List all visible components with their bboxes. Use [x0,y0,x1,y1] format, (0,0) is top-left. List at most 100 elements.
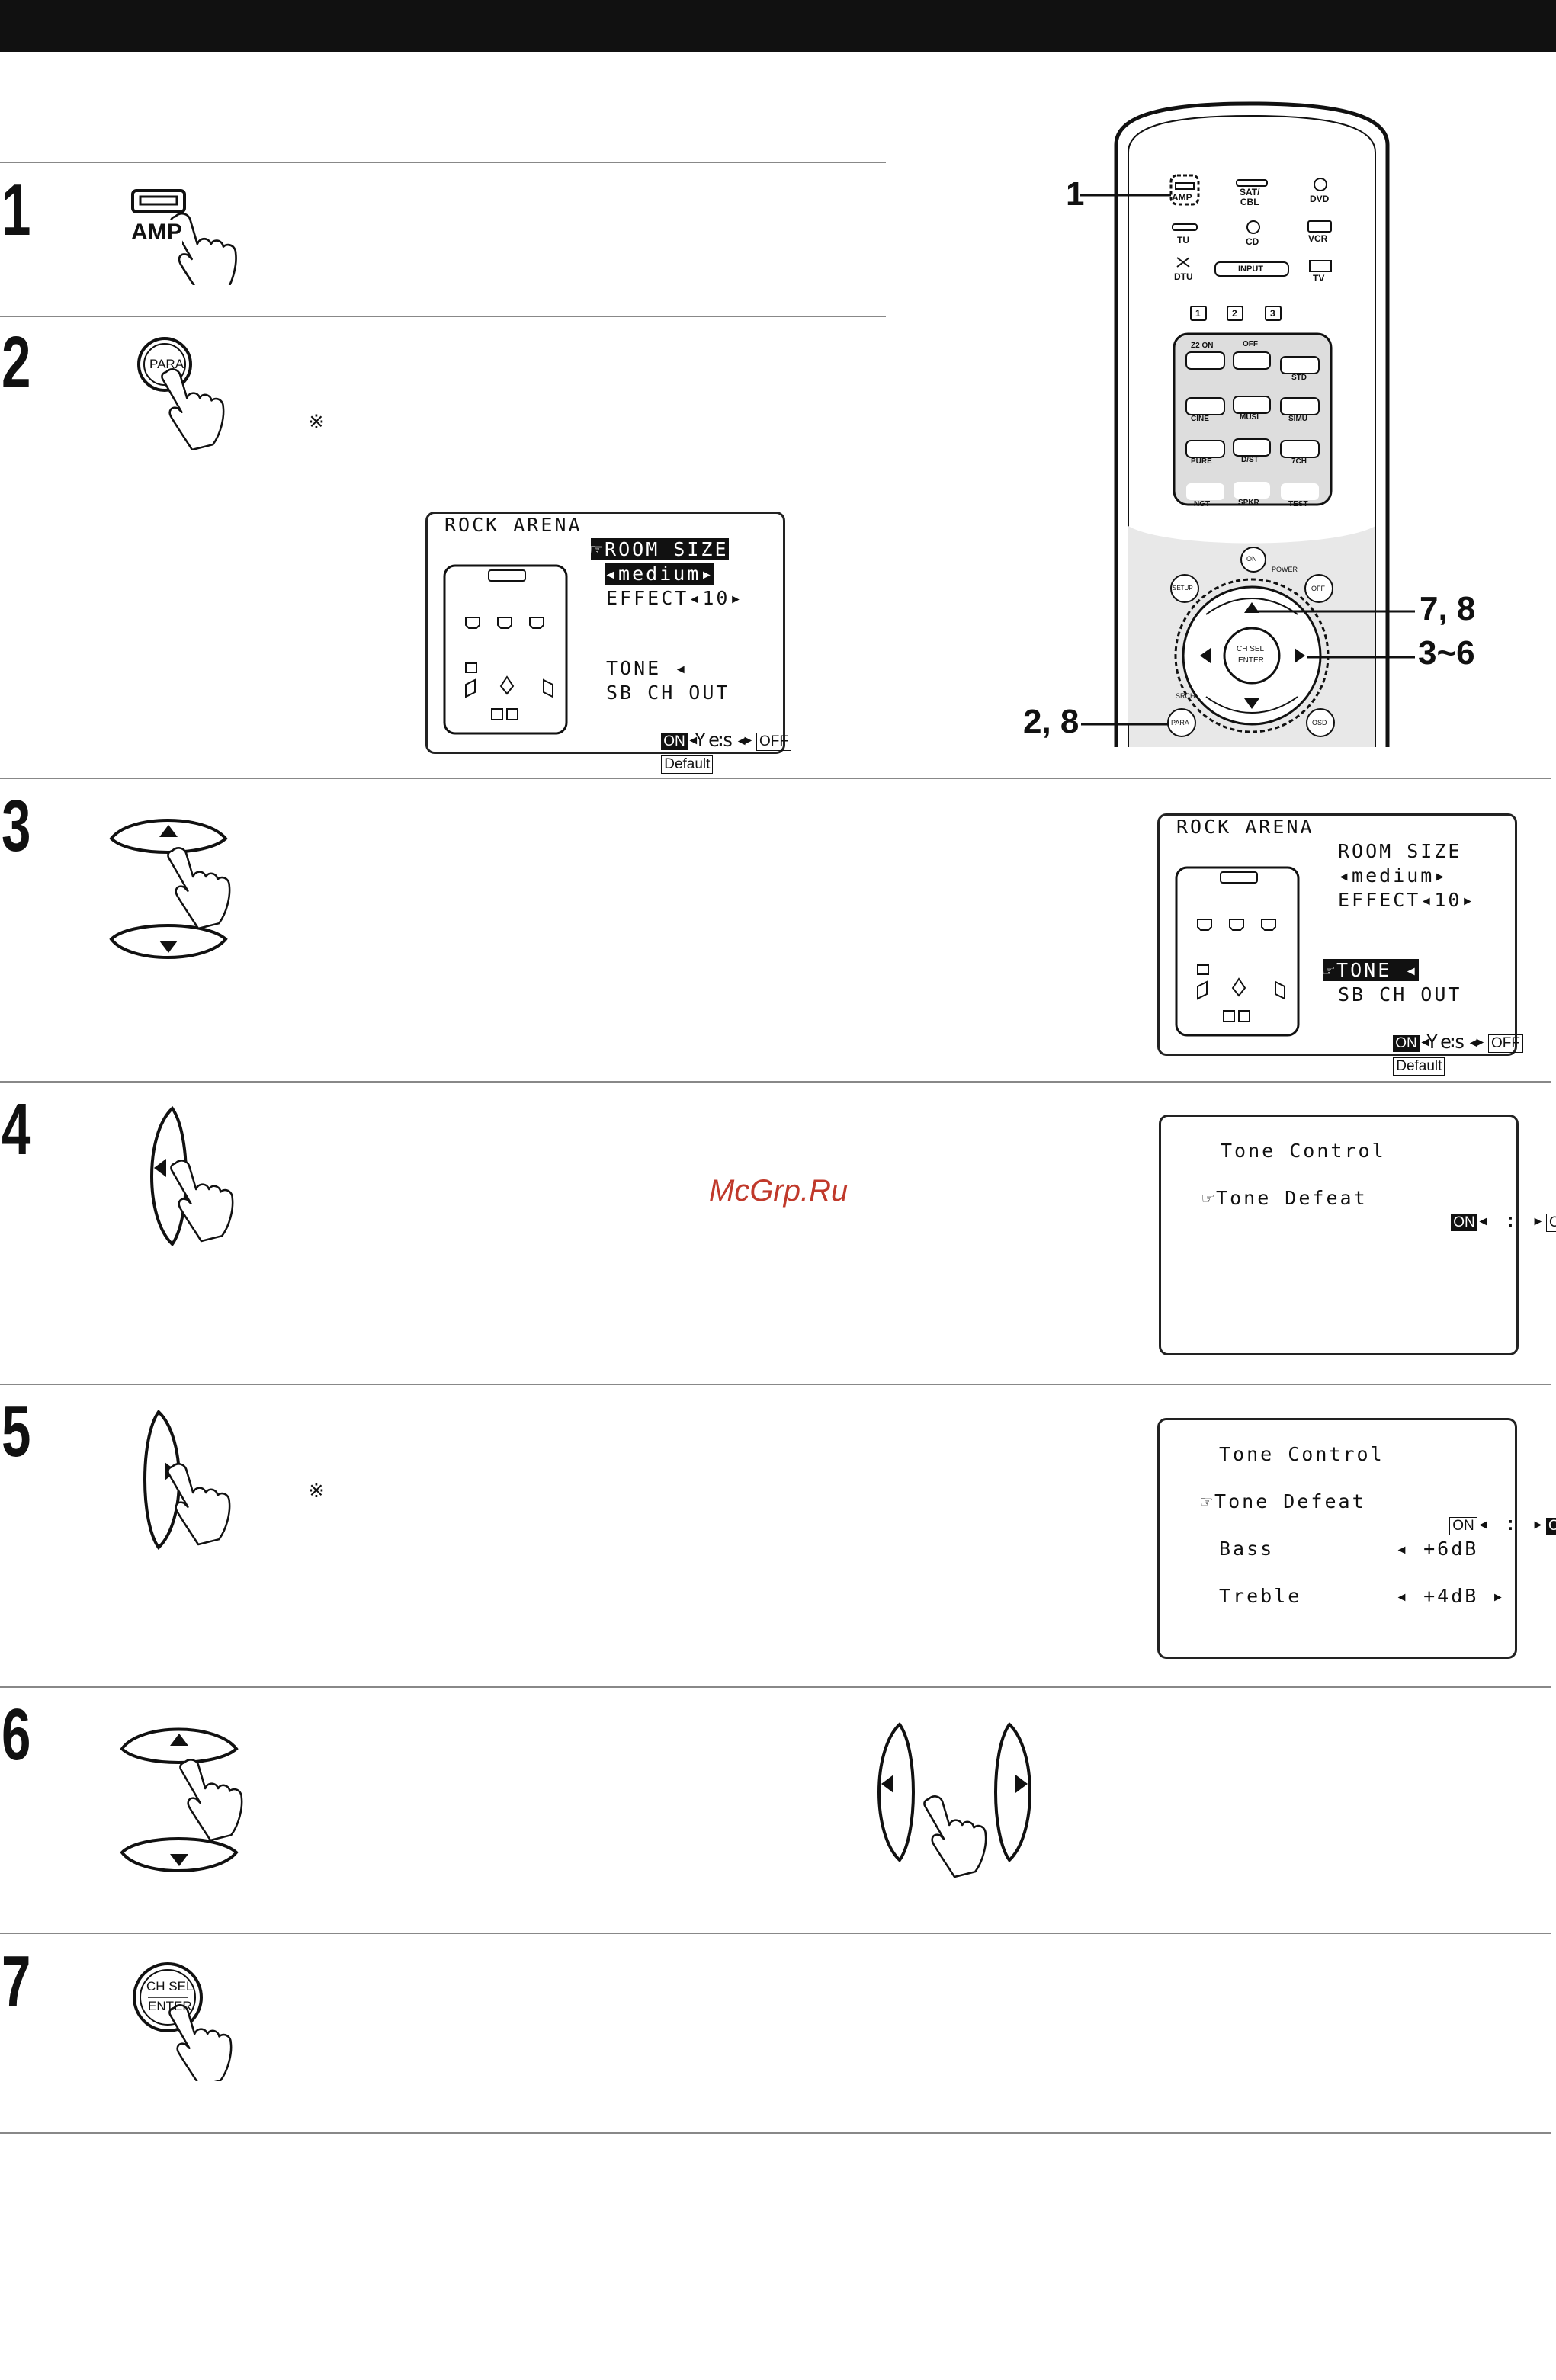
key-input[interactable]: INPUT [1238,265,1263,274]
osd-title: Tone Control [1219,1443,1384,1465]
default-label: Default [661,755,714,774]
key-power-off[interactable]: OFF [1311,585,1325,592]
key-amp[interactable]: AMP [1172,192,1192,203]
sb-ch-out-item: SB CH OUT [606,682,730,704]
off-option: OFF [1487,1034,1523,1053]
treble-value: ◂ +4dB ▸ [1396,1585,1506,1607]
key-dtu[interactable]: DTU [1174,271,1193,282]
key-ngt[interactable]: NGT [1194,500,1211,508]
osd-screen-rock-arena: ROCK ARENA ☞ROOM SIZE ◂medium▸ EFFECT◂10… [425,512,791,774]
key-srch[interactable]: SRCH [1176,692,1195,700]
key-tu[interactable]: TU [1177,235,1189,245]
osd-title: ROCK ARENA [1176,816,1314,838]
tone-defeat-item: ☞Tone Defeat [1202,1187,1368,1209]
speaker-diagram [1175,866,1327,1041]
key-test[interactable]: TEST [1288,500,1308,508]
divider [0,1384,1551,1385]
key-dst[interactable]: D/ST [1241,456,1259,464]
off-option: OFF [1545,1518,1556,1535]
callout-amp: 1 [1066,175,1085,213]
divider [0,2132,1551,2134]
key-2[interactable]: 2 [1232,308,1237,319]
sb-ch-out-toggle: ON◂ : ▸OFF [606,706,791,773]
on-option: ON [1449,1517,1477,1535]
default-label: Default [1393,1057,1445,1076]
key-sat-cbl[interactable]: SAT/ CBL [1240,187,1260,207]
key-spkr[interactable]: SPKR [1238,499,1259,507]
key-musi[interactable]: MUSI [1240,413,1259,422]
note-mark: ※ [308,410,325,433]
on-option: ON [661,733,688,750]
step-number: 1 [2,169,31,251]
on-option: ON [1393,1035,1420,1052]
right-button-illustration [137,1407,252,1567]
osd-screen-tone-control-levels: Tone Control ☞Tone Defeat ON◂ : ▸OFF Bas… [1157,1418,1556,1659]
divider [0,1686,1551,1688]
step-number: 6 [2,1694,31,1775]
key-tv[interactable]: TV [1313,273,1325,284]
key-cine[interactable]: CINE [1191,415,1209,423]
key-cd[interactable]: CD [1246,236,1259,247]
key-1[interactable]: 1 [1195,308,1201,319]
chsel-label: CH SEL [146,1979,194,1993]
up-down-buttons-illustration [117,1712,255,1888]
default-yes: Yes◂ [695,729,750,751]
sb-ch-out-item: SB CH OUT [1338,983,1462,1006]
tone-item: TONE ◂ [606,657,689,679]
toggle-separator: ◂ : ▸ [1477,1209,1546,1231]
key-simu[interactable]: SIMU [1288,415,1307,423]
treble-item: Treble [1219,1585,1302,1607]
tone-defeat-toggle: ON◂ : ▸OFF [1394,1490,1556,1557]
callout-up: 7, 8 [1420,590,1476,627]
key-3[interactable]: 3 [1270,308,1275,319]
amp-label: AMP [131,220,182,245]
left-right-buttons-illustration [865,1720,1047,1880]
key-para[interactable]: PARA [1171,719,1189,727]
room-size-value: ◂medium▸ [1338,864,1449,887]
remote-control: 1 7, 8 3~6 2, 8 AMP SAT/ CBL DVD TU CD V… [1014,99,1548,747]
watermark: McGrp.Ru [709,1174,849,1208]
tone-item: ☞TONE ◂ [1323,959,1420,981]
step-number: 3 [2,785,31,867]
toggle-separator: ◂ : ▸ [1419,1030,1488,1052]
key-osd[interactable]: OSD [1312,719,1327,727]
note-mark: ※ [308,1479,325,1502]
toggle-separator: ◂ : ▸ [1477,1512,1546,1535]
up-down-buttons-illustration [107,803,244,971]
key-std[interactable]: STD [1291,374,1307,382]
enter-button-illustration: CH SEL ENTER [128,1959,250,2087]
label-power: POWER [1272,566,1298,573]
step-number: 5 [2,1390,31,1472]
osd-screen-tone-control: Tone Control ☞Tone Defeat ON◂ : ▸OFF [1159,1115,1556,1355]
key-power-on[interactable]: ON [1246,555,1257,563]
toggle-separator: ◂ : ▸ [687,728,756,750]
callout-para: 2, 8 [1023,703,1080,740]
step-number: 2 [2,322,31,403]
key-z2on[interactable]: Z2 ON [1191,342,1214,350]
left-button-illustration [137,1104,252,1264]
amp-button-illustration: AMP [122,186,252,300]
key-setup[interactable]: SETUP [1173,585,1193,592]
on-option: ON [1451,1214,1477,1231]
step-number: 4 [2,1089,31,1170]
speaker-diagram [443,564,595,739]
effect-item: EFFECT◂10▸ [1338,889,1476,911]
key-enter[interactable]: ENTER [1238,656,1264,665]
bass-value: ◂ +6dB [1396,1538,1479,1560]
key-7ch[interactable]: 7CH [1291,457,1307,466]
default-yes: Yes◂ [1426,1031,1482,1053]
room-size-item: ROOM SIZE [1338,840,1462,862]
divider [0,1081,1551,1083]
key-dvd[interactable]: DVD [1310,194,1330,204]
effect-item: EFFECT◂10▸ [606,587,744,609]
tone-defeat-item: ☞Tone Defeat [1201,1490,1366,1512]
header-bar [0,0,1556,52]
para-label: PARA [149,357,184,371]
key-z2off[interactable]: OFF [1243,340,1258,348]
divider [0,778,1551,779]
key-vcr[interactable]: VCR [1308,233,1328,244]
osd-screen-tone-selected: ROCK ARENA ROOM SIZE ◂medium▸ EFFECT◂10▸… [1157,813,1523,1076]
key-pure[interactable]: PURE [1191,457,1212,466]
key-chsel[interactable]: CH SEL [1237,645,1265,653]
osd-title: Tone Control [1221,1140,1386,1162]
